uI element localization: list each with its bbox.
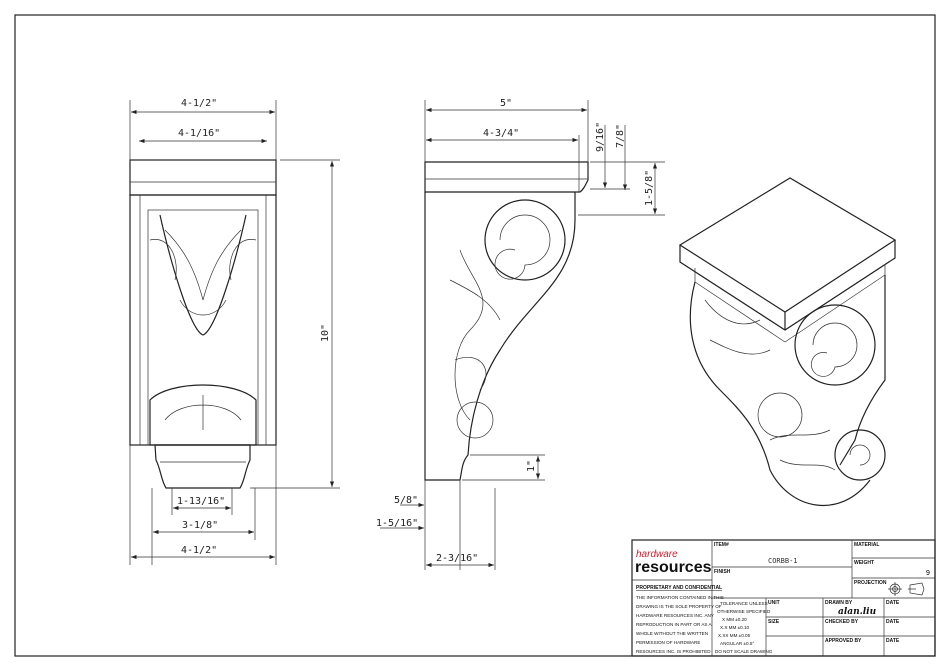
proprietary-line: PERMISSION OF HARDWARE bbox=[636, 640, 700, 645]
dim-label: 5" bbox=[500, 98, 512, 109]
tolerance-line: X MM ±0.20 bbox=[722, 617, 747, 622]
dim-label: 5/8" bbox=[394, 495, 418, 506]
proprietary-line: REPRODUCTION IN PART OR AS A bbox=[636, 622, 712, 627]
sheet-border bbox=[14, 14, 936, 657]
tolerance-line: X.XX MM ±0.05 bbox=[718, 633, 751, 638]
checked-by-label: CHECKED BY bbox=[825, 619, 859, 625]
proprietary-heading: PROPRIETARY AND CONFIDENTIAL bbox=[636, 585, 722, 591]
dim-label: 4-1/2" bbox=[181, 98, 217, 109]
date-label: DATE bbox=[886, 600, 900, 606]
dim-label: 9/16" bbox=[595, 122, 606, 152]
proprietary-line: DRAWING IS THE SOLE PROPERTY OF bbox=[636, 604, 722, 609]
front-view: 4-1/2" 4-1/16" 10" 1-13/16" 3-1/8" 4-1/2… bbox=[129, 98, 340, 565]
date-label: DATE bbox=[886, 638, 900, 644]
projection-label: PROJECTION bbox=[854, 580, 887, 586]
date-label: DATE bbox=[886, 619, 900, 625]
approved-by-label: APPROVED BY bbox=[825, 638, 862, 644]
tolerance-line: OTHERWISE SPECIFIED bbox=[717, 609, 771, 614]
proprietary-line: HARDWARE RESOURCES INC. ANY bbox=[636, 613, 714, 618]
item-value: CORBB-1 bbox=[768, 557, 798, 565]
tolerance-line: X.X MM ±0.10 bbox=[720, 625, 750, 630]
dim-label: 10" bbox=[320, 324, 331, 342]
side-view: 5" 4-3/4" 9/16" 7/8" 1-5/8" 1" 5/8" 1-5/… bbox=[376, 98, 665, 570]
dim-label: 4-3/4" bbox=[483, 128, 519, 139]
drawn-by-signature: alan.liu bbox=[838, 607, 877, 617]
item-label: ITEM# bbox=[714, 542, 729, 548]
dim-label: 1-13/16" bbox=[177, 496, 225, 507]
dim-label: 3-1/8" bbox=[182, 520, 218, 531]
dim-label: 4-1/2" bbox=[181, 545, 217, 556]
weight-label: WEIGHT bbox=[854, 560, 874, 566]
dim-label: 2-3/16" bbox=[436, 553, 478, 564]
size-label: SIZE bbox=[768, 619, 780, 625]
title-block: hardware resources PROPRIETARY AND CONFI… bbox=[631, 539, 936, 657]
material-label: MATERIAL bbox=[854, 542, 879, 548]
tolerance-line: ANGULAR ±0.5° bbox=[720, 641, 754, 646]
proprietary-line: RESOURCES INC. IS PROHIBITED bbox=[636, 649, 711, 654]
finish-label: FINISH bbox=[714, 569, 731, 575]
dim-label: 1-5/8" bbox=[644, 170, 655, 206]
proprietary-line: THE INFORMATION CONTAINED IN THIS bbox=[636, 595, 724, 600]
weight-value: 9 bbox=[926, 570, 930, 577]
projection-symbol-icon bbox=[888, 582, 925, 596]
tolerance-line: TOLERANCE UNLESS bbox=[720, 601, 768, 606]
logo-text: hardware bbox=[636, 549, 678, 560]
dim-label: 1" bbox=[526, 460, 537, 472]
logo-text: resources bbox=[635, 559, 712, 576]
unit-label: UNIT bbox=[768, 600, 780, 606]
dim-label: 1-5/16" bbox=[376, 518, 418, 529]
dim-label: 7/8" bbox=[615, 124, 626, 148]
drawn-by-label: DRAWN BY bbox=[825, 600, 853, 606]
dim-label: 4-1/16" bbox=[178, 128, 220, 139]
isometric-view bbox=[678, 177, 897, 506]
tolerance-line: DO NOT SCALE DRAWING bbox=[715, 649, 773, 654]
proprietary-line: WHOLE WITHOUT THE WRITTEN bbox=[636, 631, 708, 636]
